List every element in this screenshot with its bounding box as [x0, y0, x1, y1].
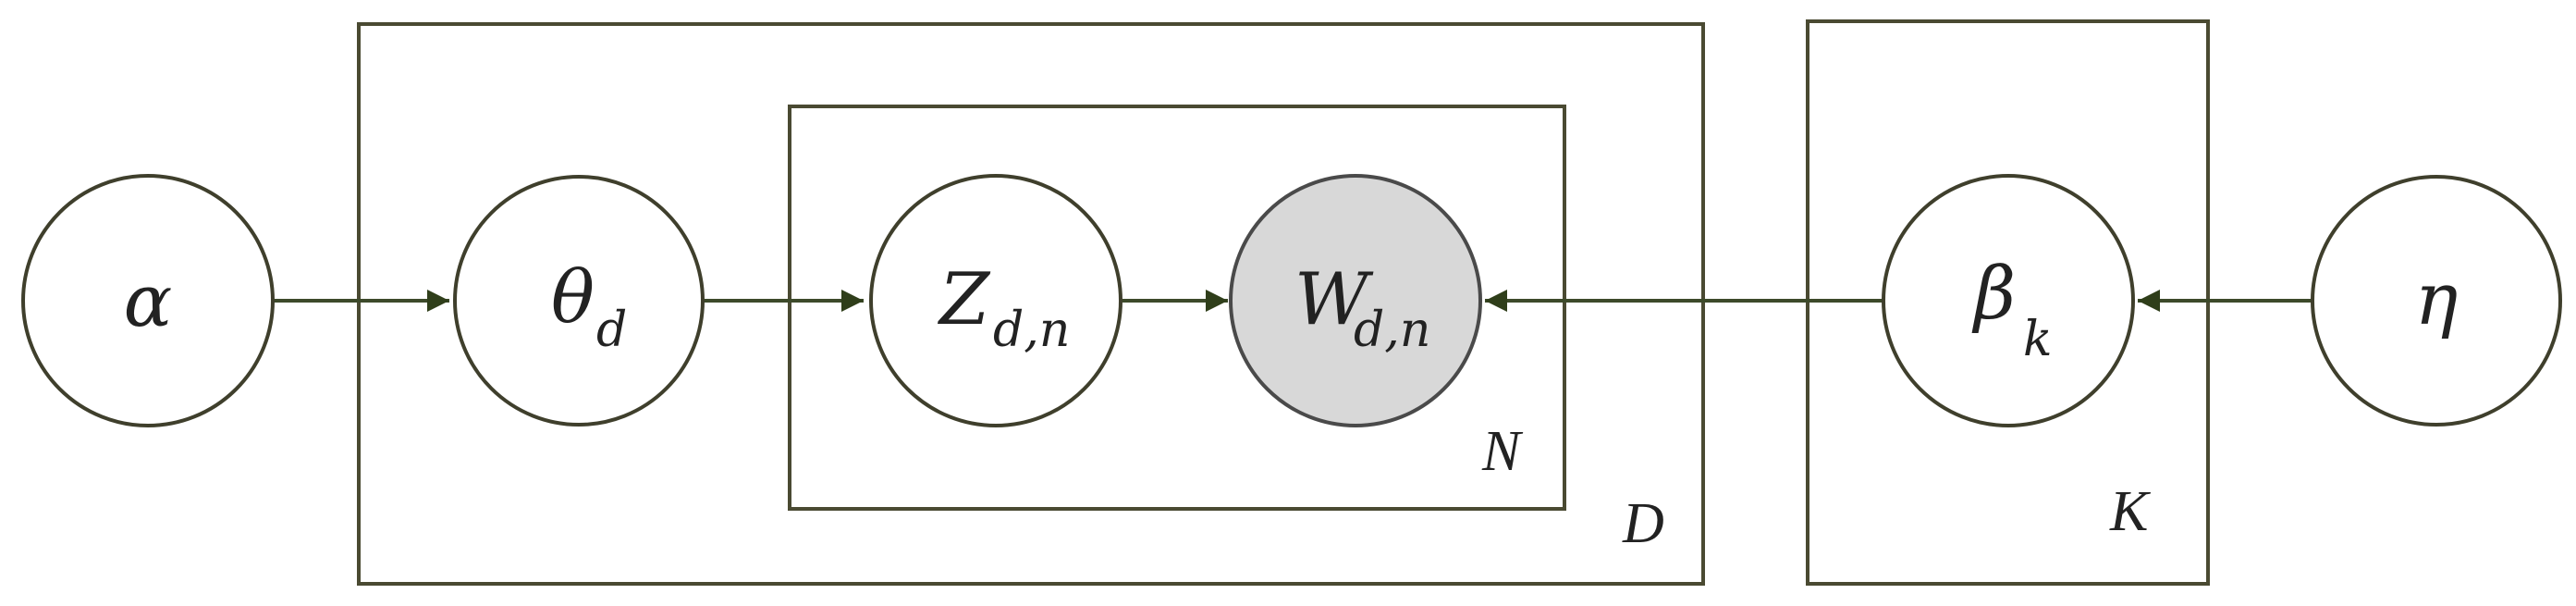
- node-z-subscript: d,n: [993, 303, 1070, 358]
- node-theta: θ d: [453, 175, 705, 427]
- node-beta-symbol: β: [1971, 253, 2016, 336]
- plate-documents-label: D: [1622, 492, 1664, 555]
- node-theta-subscript: d: [596, 303, 627, 358]
- node-w-observed: W d,n: [1229, 174, 1482, 427]
- plate-topics-label: K: [2109, 480, 2152, 543]
- node-z-symbol: Z: [937, 258, 991, 341]
- node-z: Z d,n: [869, 174, 1122, 427]
- plate-words: [788, 105, 1566, 511]
- node-alpha: α: [21, 174, 275, 427]
- node-w-symbol: W: [1294, 258, 1374, 341]
- node-eta-symbol: η: [2415, 258, 2459, 341]
- plate-documents: [357, 22, 1705, 586]
- node-alpha-circle: [21, 174, 275, 427]
- node-z-circle: [869, 174, 1122, 427]
- node-beta-subscript: k: [2023, 312, 2053, 367]
- svg-text:η: η: [2415, 258, 2459, 341]
- svg-text:W: W: [1294, 258, 1374, 341]
- node-w-subscript: d,n: [1354, 303, 1430, 358]
- node-eta-circle: [2311, 175, 2562, 427]
- node-eta: η: [2311, 175, 2562, 427]
- node-alpha-symbol: α: [124, 260, 173, 343]
- plate-words-label: N: [1481, 420, 1524, 483]
- svg-text:θ: θ: [551, 256, 595, 340]
- node-w-circle: [1229, 174, 1482, 427]
- svg-text:Z: Z: [937, 258, 991, 341]
- node-theta-circle: [453, 175, 705, 427]
- svg-text:α: α: [124, 260, 173, 343]
- node-beta: β k: [1882, 174, 2135, 427]
- svg-text:β: β: [1971, 253, 2016, 336]
- node-theta-symbol: θ: [551, 256, 595, 340]
- node-beta-circle: [1882, 174, 2135, 427]
